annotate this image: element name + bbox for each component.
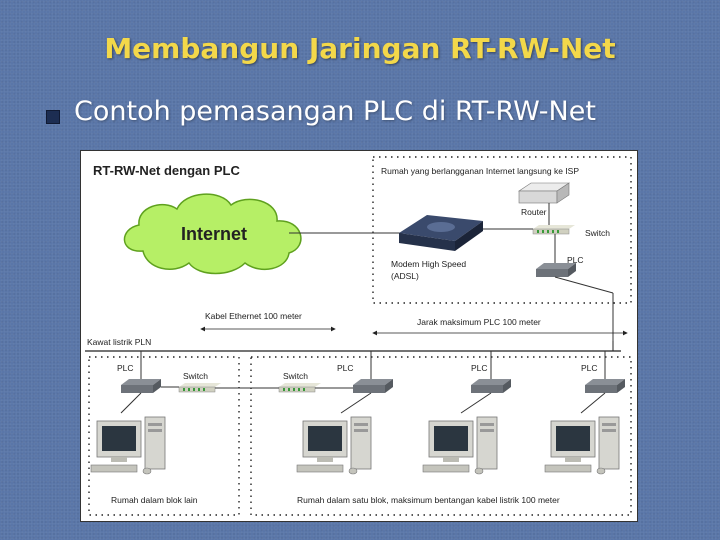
network-diagram: RT-RW-Net dengan PLC Internet Rumah yang… <box>80 150 638 522</box>
plc-b2-device <box>471 379 511 393</box>
pc-other-block <box>90 416 166 475</box>
plc-left-device <box>121 379 161 393</box>
modem-label-line1: Modem High Speed <box>391 259 466 269</box>
isp-house-label: Rumah yang berlangganan Internet langsun… <box>381 166 579 176</box>
switch-links <box>120 386 353 414</box>
power-cable-label: Kawat listrik PLN <box>87 337 151 347</box>
top-switch-label: Switch <box>585 228 610 238</box>
internet-label: Internet <box>181 224 247 244</box>
diagram-heading: RT-RW-Net dengan PLC <box>93 163 240 178</box>
internet-cloud: Internet <box>123 193 302 275</box>
switch-mid-label: Switch <box>283 371 308 381</box>
router-device <box>518 182 570 204</box>
slide-title: Membangun Jaringan RT-RW-Net <box>104 32 616 65</box>
other-block-boundary <box>88 356 240 516</box>
plc-b3-device <box>585 379 625 393</box>
isp-house-boundary <box>372 156 632 304</box>
same-block-house-label: Rumah dalam satu blok, maksimum bentanga… <box>297 495 560 505</box>
plc-left-label: PLC <box>117 363 134 373</box>
plc-b1-label: PLC <box>337 363 354 373</box>
plc-distance-label: Jarak maksimum PLC 100 meter <box>417 317 541 327</box>
switch-left-device <box>178 382 222 393</box>
modem-label-line2: (ADSL) <box>391 271 419 281</box>
bullet-text: Contoh pemasangan PLC di RT-RW-Net <box>74 96 596 127</box>
switch-left-label: Switch <box>183 371 208 381</box>
plc-b3-label: PLC <box>581 363 598 373</box>
plc-b1-device <box>353 379 393 393</box>
top-plc-device <box>536 263 576 277</box>
pc-same-block-1 <box>296 416 372 475</box>
top-switch-device <box>532 224 576 235</box>
same-block-boundary <box>250 356 632 516</box>
switch-mid-device <box>278 382 322 393</box>
other-block-house-label: Rumah dalam blok lain <box>111 495 198 505</box>
modem-device <box>399 215 483 251</box>
isp-internal-links <box>483 203 556 263</box>
top-plc-label: PLC <box>567 255 584 265</box>
ethernet-cable-label: Kabel Ethernet 100 meter <box>205 311 302 321</box>
pc-same-block-3 <box>544 416 620 475</box>
plc-pc-links <box>340 392 606 414</box>
bullet-marker <box>46 110 60 124</box>
top-plc-to-power-link <box>554 276 614 294</box>
pc-same-block-2 <box>422 416 498 475</box>
router-label: Router <box>521 207 547 217</box>
plc-b2-label: PLC <box>471 363 488 373</box>
power-drops <box>140 351 606 379</box>
